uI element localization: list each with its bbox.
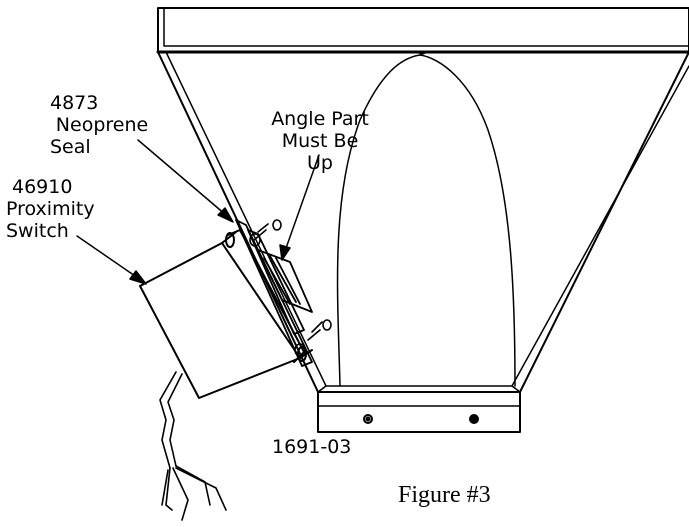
seal-part-number: 4873	[50, 92, 99, 114]
seal-name-line2: Seal	[50, 136, 91, 158]
hopper-top-rim	[156, 7, 689, 54]
hopper-inner-curve	[336, 54, 516, 387]
seal-label: 4873 Neoprene Seal	[50, 92, 154, 158]
figure-caption: Figure #3	[398, 482, 491, 508]
switch-cable	[159, 371, 227, 521]
switch-name-line2: Switch	[6, 220, 69, 242]
angle-note-line1: Angle Part	[271, 108, 369, 130]
seal-name-line1: Neoprene	[55, 114, 149, 136]
proximity-switch	[139, 229, 313, 399]
angle-bracket	[235, 219, 313, 367]
hopper-cone	[157, 51, 689, 393]
switch-label: 46910 Proximity Switch	[6, 176, 95, 242]
switch-name-line1: Proximity	[6, 198, 95, 220]
hopper-part-number: 1691-03	[272, 436, 352, 458]
angle-note-line2: Must Be	[281, 130, 359, 152]
angle-note-line3: Up	[307, 152, 333, 174]
angle-note: Angle Part Must Be Up	[240, 108, 400, 174]
switch-part-number: 46910	[12, 176, 73, 198]
hopper-outlet	[317, 385, 521, 433]
leader-lines	[76, 139, 320, 285]
